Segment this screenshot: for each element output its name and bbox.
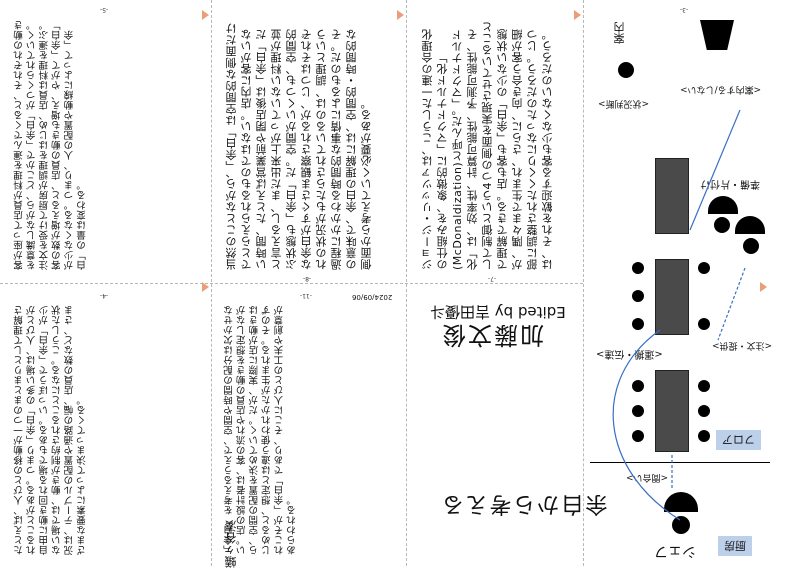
chair-icon	[632, 380, 644, 392]
arrow-icon	[760, 282, 767, 292]
arrow-icon	[397, 10, 404, 20]
table	[655, 259, 689, 335]
chair-icon	[698, 318, 710, 330]
staff-head-icon	[714, 217, 730, 233]
fold-line	[0, 283, 583, 284]
fold-line	[583, 0, 584, 566]
arrow-icon	[202, 282, 209, 292]
chair-icon	[698, 405, 710, 417]
table	[655, 158, 689, 234]
arrow-icon	[574, 10, 581, 20]
chair-icon	[632, 430, 644, 442]
table	[655, 370, 689, 452]
staff-icon	[735, 216, 765, 234]
chair-icon	[632, 262, 644, 274]
chair-icon	[698, 380, 710, 392]
arrow-icon	[202, 10, 209, 20]
chair-icon	[632, 290, 644, 302]
chair-icon	[698, 430, 710, 442]
chef-head-icon	[672, 516, 690, 534]
staff-icon	[708, 196, 738, 214]
chair-icon	[698, 262, 710, 274]
chef-icon	[664, 492, 698, 512]
floor-divider	[590, 462, 770, 463]
chair-icon	[632, 318, 644, 330]
staff-head-icon	[743, 238, 759, 254]
guide-head-icon	[618, 62, 634, 78]
chair-icon	[632, 405, 644, 417]
